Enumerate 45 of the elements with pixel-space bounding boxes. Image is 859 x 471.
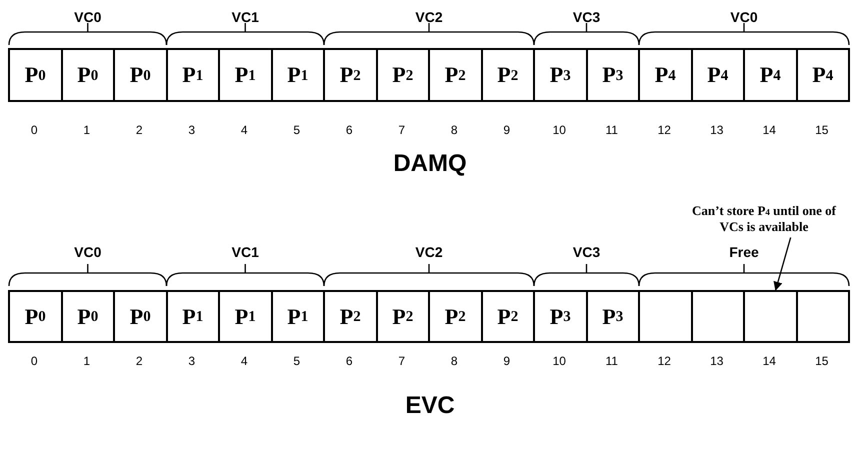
slot-index: 10 — [552, 354, 566, 368]
slot-index: 0 — [30, 123, 38, 137]
buffer-title: EVC — [405, 392, 455, 420]
slot-index: 11 — [606, 354, 618, 368]
slot-index: 4 — [240, 354, 248, 368]
slot-index: 1 — [83, 354, 90, 368]
group-label: VC3 — [572, 244, 600, 260]
slot-index: 3 — [188, 123, 196, 137]
group-label: VC1 — [232, 244, 259, 260]
slot-index: 14 — [762, 354, 776, 368]
slot-index: 6 — [346, 354, 353, 368]
slot-index: 2 — [136, 123, 143, 137]
slot-index: 11 — [606, 123, 618, 137]
slot-index: 13 — [710, 354, 724, 368]
slot-index: 8 — [450, 123, 458, 137]
group-label: VC0 — [74, 9, 102, 25]
slot-index: 12 — [658, 354, 671, 368]
slot-index: 1 — [83, 123, 90, 137]
slot-index: 5 — [293, 123, 300, 137]
arrow — [774, 237, 792, 291]
slot-index: 15 — [815, 354, 828, 368]
slot-index: 9 — [503, 354, 510, 368]
group-label: VC0 — [730, 9, 758, 25]
slot-index: 3 — [188, 354, 196, 368]
slot-index: 13 — [710, 123, 724, 137]
group-label: Free — [729, 244, 759, 260]
slot-index: 4 — [240, 123, 248, 137]
slot-index: 7 — [398, 354, 406, 368]
slot-index: 10 — [552, 123, 566, 137]
slot-index: 7 — [398, 123, 406, 137]
slot-index: 6 — [346, 123, 353, 137]
slot-index: 12 — [658, 123, 671, 137]
group-label: VC3 — [572, 9, 600, 25]
slot-index: 15 — [815, 123, 828, 137]
slot-index: 9 — [503, 123, 510, 137]
group-label: VC2 — [415, 244, 443, 260]
group-label: VC1 — [232, 9, 259, 25]
group-label: VC0 — [74, 244, 102, 260]
slot-index: 0 — [30, 354, 38, 368]
slot-index: 14 — [762, 123, 776, 137]
group-label: VC2 — [415, 9, 443, 25]
slot-index: 5 — [293, 354, 300, 368]
slot-index: 8 — [450, 354, 458, 368]
slot-index: 2 — [136, 354, 143, 368]
buffer-title: DAMQ — [393, 150, 467, 178]
